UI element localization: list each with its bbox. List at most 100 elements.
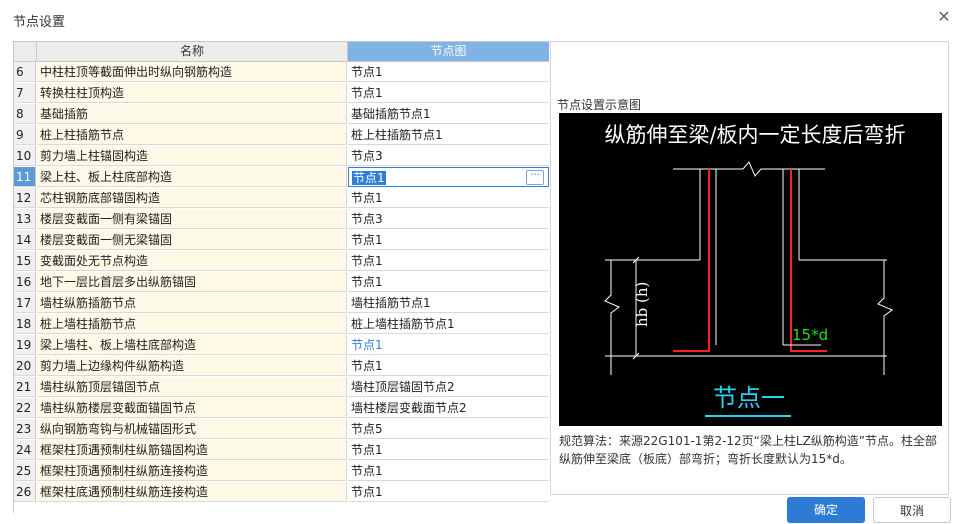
row-number: 6 — [14, 62, 36, 82]
close-icon[interactable]: ✕ — [937, 7, 951, 26]
node-diagram-svg: 纵筋伸至梁/板内一定长度后弯折 — [604, 123, 906, 417]
row-name-cell[interactable]: 芯柱钢筋底部锚固构造 — [37, 188, 347, 208]
row-node-cell[interactable]: 桩上墙柱插筋节点1 — [348, 314, 549, 334]
row-name-cell[interactable]: 转换柱柱顶构造 — [37, 83, 347, 103]
row-node-cell[interactable]: 节点1 — [348, 440, 549, 460]
row-node-cell[interactable]: 墙柱插筋节点1 — [348, 293, 549, 313]
row-node-cell[interactable]: 节点1 — [348, 230, 549, 250]
row-node-cell[interactable]: 节点3 — [348, 146, 549, 166]
row-node-cell[interactable]: 节点1 — [348, 62, 549, 82]
row-node-cell[interactable]: 节点1 — [348, 272, 549, 292]
row-node-cell[interactable]: 节点1 — [348, 356, 549, 376]
row-name-cell[interactable]: 剪力墙上柱锚固构造 — [37, 146, 347, 166]
row-name-cell[interactable]: 框架柱顶遇预制柱纵筋连接构造 — [37, 461, 347, 481]
rule-description: 规范算法：来源22G101-1第2-12页“梁上柱LZ纵筋构造”节点。柱全部纵筋… — [559, 434, 938, 466]
row-node-cell[interactable]: 墙柱顶层锚固节点2 — [348, 377, 549, 397]
header-name[interactable]: 名称 — [37, 42, 348, 62]
row-node-cell[interactable]: 墙柱楼层变截面节点2 — [348, 398, 549, 418]
row-number: 9 — [14, 125, 36, 145]
column-outline — [604, 161, 893, 375]
row-name-cell[interactable]: 框架柱底遇预制柱纵筋连接构造 — [37, 482, 347, 502]
rebar-lines — [673, 169, 827, 352]
row-number: 11 — [14, 167, 36, 187]
row-number: 24 — [14, 440, 36, 460]
row-number: 7 — [14, 83, 36, 103]
node-caption: 节点一 — [713, 384, 785, 412]
row-node-cell[interactable]: 桩上柱插筋节点1 — [348, 125, 549, 145]
row-number: 20 — [14, 356, 36, 376]
row-node-cell[interactable]: 节点1 — [348, 482, 549, 502]
row-number: 15 — [14, 251, 36, 271]
row-node-cell[interactable]: 节点1 ··· — [348, 167, 549, 187]
row-number: 25 — [14, 461, 36, 481]
row-number: 8 — [14, 104, 36, 124]
header-corner — [14, 42, 37, 62]
row-number: 17 — [14, 293, 36, 313]
row-name-cell[interactable]: 纵向钢筋弯钩与机械锚固形式 — [37, 419, 347, 439]
title-bar: 节点设置 ✕ — [0, 0, 955, 38]
row-number: 22 — [14, 398, 36, 418]
row-name-cell[interactable]: 地下一层比首层多出纵筋锚固 — [37, 272, 347, 292]
row-node-cell[interactable]: 节点1 — [348, 461, 549, 481]
table-header: 名称 节点图 — [14, 42, 549, 62]
row-name-cell[interactable]: 桩上墙柱插筋节点 — [37, 314, 347, 334]
row-name-cell[interactable]: 梁上墙柱、板上墙柱底部构造 — [37, 335, 347, 355]
row-name-cell[interactable]: 剪力墙上边缘构件纵筋构造 — [37, 356, 347, 376]
header-node[interactable]: 节点图 — [348, 42, 549, 62]
node-cell-editor-text[interactable]: 节点1 — [352, 171, 386, 185]
row-name-cell[interactable]: 墙柱纵筋插筋节点 — [37, 293, 347, 313]
diagram-title: 纵筋伸至梁/板内一定长度后弯折 — [604, 123, 905, 147]
cancel-button[interactable]: 取消 — [873, 497, 951, 523]
row-number: 18 — [14, 314, 36, 334]
row-number: 26 — [14, 482, 36, 502]
preview-label: 节点设置示意图 — [557, 98, 642, 112]
preview-panel — [550, 41, 949, 495]
ok-button[interactable]: 确定 — [787, 497, 865, 523]
row-name-cell[interactable]: 基础插筋 — [37, 104, 347, 124]
row-name-cell[interactable]: 楼层变截面一侧有梁锚固 — [37, 209, 347, 229]
row-node-cell[interactable]: 节点1 — [348, 83, 549, 103]
row-name-cell[interactable]: 中柱柱顶等截面伸出时纵向钢筋构造 — [37, 62, 347, 82]
row-number: 13 — [14, 209, 36, 229]
row-node-cell[interactable]: 节点3 — [348, 209, 549, 229]
row-name-cell[interactable]: 楼层变截面一侧无梁锚固 — [37, 230, 347, 250]
hb-label: hb (h) — [633, 282, 651, 327]
row-number: 19 — [14, 335, 36, 355]
row-name-cell[interactable]: 墙柱纵筋顶层锚固节点 — [37, 377, 347, 397]
row-name-cell[interactable]: 墙柱纵筋楼层变截面锚固节点 — [37, 398, 347, 418]
row-name-cell[interactable]: 桩上柱插筋节点 — [37, 125, 347, 145]
row-node-cell[interactable]: 节点5 — [348, 419, 549, 439]
row-node-cell[interactable]: 节点1 — [348, 335, 549, 355]
row-name-cell[interactable]: 梁上柱、板上柱底部构造 — [37, 167, 347, 187]
row-name-cell[interactable]: 框架柱顶遇预制柱纵筋锚固构造 — [37, 440, 347, 460]
more-options-icon[interactable]: ··· — [526, 170, 544, 185]
row-name-cell[interactable]: 变截面处无节点构造 — [37, 251, 347, 271]
row-node-cell[interactable]: 基础插筋节点1 — [348, 104, 549, 124]
row-number: 21 — [14, 377, 36, 397]
row-node-cell[interactable]: 节点1 — [348, 251, 549, 271]
row-node-cell[interactable]: 节点1 — [348, 188, 549, 208]
